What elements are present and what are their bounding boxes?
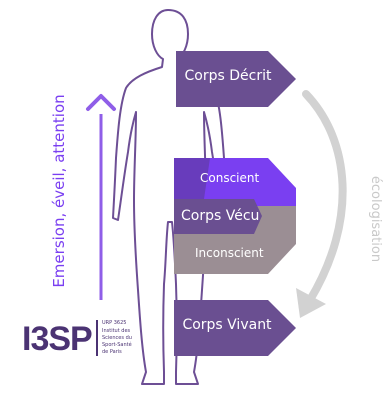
left-side-label: Emersion, éveil, attention: [50, 94, 68, 288]
logo-line-3: Sport-Santé: [102, 342, 132, 348]
logo-graphic: [96, 320, 98, 356]
corps-vecu-label: Corps Vécu: [181, 208, 260, 224]
logo-unit: URP 3625: [102, 320, 127, 326]
box-corps-vecu: [174, 199, 262, 234]
right-curved-arrow: [302, 90, 347, 304]
left-arrow-head: [86, 94, 116, 111]
conscient-label: Conscient: [200, 171, 260, 185]
inconscient-label: Inconscient: [195, 246, 264, 260]
corps-decrit-label: Corps Décrit: [184, 68, 272, 84]
box-corps-vecu-shade: [174, 158, 210, 199]
box-corps-vivant: [174, 300, 296, 356]
right-side-label: écologisation: [368, 175, 383, 263]
logo-line-2: Sciences du: [102, 335, 132, 341]
logo-line-4: de Paris: [102, 349, 122, 355]
logo-name: I3SP: [22, 320, 93, 358]
right-arrow-head: [296, 288, 326, 318]
logo-line-1: Institut des: [102, 328, 131, 334]
corps-vivant-label: Corps Vivant: [182, 317, 272, 333]
box-corps-decrit: [176, 51, 296, 107]
